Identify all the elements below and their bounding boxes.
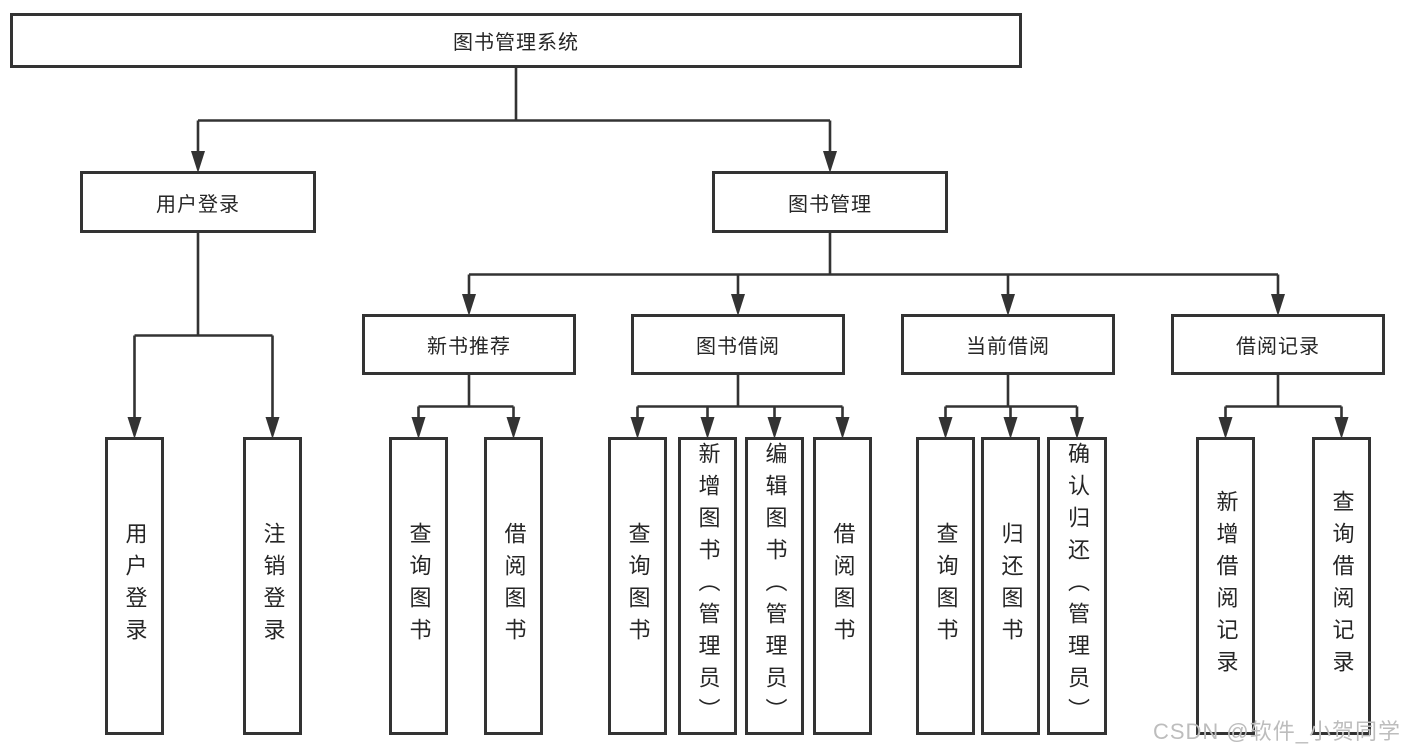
csdn-watermark: CSDN @软件_小贺同学: [1152, 719, 1401, 744]
arrowhead: [127, 417, 142, 439]
node-library-management-system: 图书管理系统: [10, 13, 1022, 68]
arrowhead: [1001, 294, 1015, 316]
node-leaf-query-books-current: 查询图书: [916, 437, 975, 735]
arrowhead: [630, 417, 645, 439]
node-current-borrowing: 当前借阅: [901, 314, 1115, 375]
connector-line: [636, 375, 844, 420]
arrowhead: [1271, 294, 1285, 316]
arrowhead: [731, 294, 745, 316]
node-leaf-edit-books-admin: 编辑图书（管理员）: [745, 437, 804, 735]
node-leaf-query-borrow-record: 查询借阅记录: [1312, 437, 1371, 735]
arrowhead: [265, 417, 280, 439]
arrowhead: [700, 417, 715, 439]
arrowhead: [835, 417, 850, 439]
arrowhead: [506, 417, 521, 439]
arrowhead: [767, 417, 782, 439]
connector-line: [944, 375, 1079, 420]
node-user-login: 用户登录: [80, 171, 316, 233]
node-book-management: 图书管理: [712, 171, 948, 233]
connector-line: [133, 233, 274, 420]
node-leaf-borrow-books: 借阅图书: [813, 437, 872, 735]
node-leaf-return-books: 归还图书: [981, 437, 1040, 735]
node-leaf-query-books-borrow: 查询图书: [608, 437, 667, 735]
arrowhead: [462, 294, 476, 316]
node-book-borrowing: 图书借阅: [631, 314, 845, 375]
arrowhead: [938, 417, 953, 439]
arrowhead: [1003, 417, 1018, 439]
node-leaf-user-login: 用户登录: [105, 437, 164, 735]
arrowhead: [823, 151, 837, 173]
node-new-book-recommendation: 新书推荐: [362, 314, 576, 375]
node-leaf-add-books-admin: 新增图书（管理员）: [678, 437, 737, 735]
connector-line: [1224, 375, 1343, 420]
arrowhead: [1218, 417, 1233, 439]
connector-line: [417, 375, 515, 420]
node-leaf-add-borrow-record: 新增借阅记录: [1196, 437, 1255, 735]
node-leaf-borrow-books-rec: 借阅图书: [484, 437, 543, 735]
connector-line: [467, 233, 1280, 297]
node-leaf-confirm-return-admin: 确认归还（管理员）: [1047, 437, 1107, 735]
connector-line: [196, 68, 832, 154]
node-leaf-logout: 注销登录: [243, 437, 302, 735]
node-borrowing-records: 借阅记录: [1171, 314, 1385, 375]
arrowhead: [1334, 417, 1349, 439]
arrowhead: [411, 417, 426, 439]
node-leaf-query-books-rec: 查询图书: [389, 437, 448, 735]
arrowhead: [191, 151, 205, 173]
arrowhead: [1070, 417, 1084, 439]
